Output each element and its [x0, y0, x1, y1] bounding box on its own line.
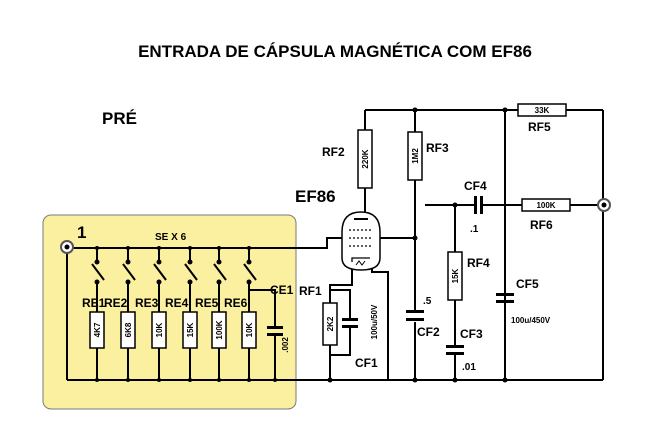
- resistor-rf2: 220K RF2: [322, 129, 373, 189]
- svg-text:.1: .1: [470, 224, 479, 235]
- input-selector-panel: [42, 214, 297, 410]
- resistor-re5: [211, 311, 227, 349]
- wiring: [66, 109, 604, 381]
- svg-text:.01: .01: [462, 362, 476, 373]
- svg-text:RF3: RF3: [426, 141, 449, 155]
- svg-text:RF6: RF6: [530, 218, 553, 232]
- input-terminal-label: 1: [77, 223, 86, 242]
- svg-text:CE1: CE1: [270, 283, 294, 297]
- input-resistor-bank: 4K7 6K8 10K 15K 100K 10K RE1 RE2 RE3 RE4…: [82, 296, 257, 349]
- resistor-rf4: 15K RF4: [447, 251, 490, 301]
- resistor-rf3: 1M2 RF3: [407, 131, 449, 181]
- resistor-rf5: 33K RF5: [517, 103, 567, 134]
- capacitor-cf4: CF4 .1: [464, 179, 487, 235]
- resistor-label: RE6: [224, 296, 248, 310]
- resistor-value: 10K: [245, 322, 254, 337]
- svg-text:CF3: CF3: [460, 327, 483, 341]
- resistor-re6: [241, 311, 257, 349]
- resistor-rf6: 100K RF6: [521, 198, 571, 232]
- svg-text:RF4: RF4: [467, 256, 490, 270]
- resistor-rf1: 2K2 RF1: [299, 284, 338, 346]
- capacitor-cf5: CF5 100u/450V: [496, 277, 551, 325]
- resistor-re4: [182, 311, 198, 349]
- svg-text:33K: 33K: [535, 106, 550, 115]
- resistor-value: 4K7: [93, 322, 102, 337]
- svg-text:100u/50V: 100u/50V: [370, 304, 379, 339]
- svg-text:100K: 100K: [536, 201, 555, 210]
- svg-text:15K: 15K: [451, 268, 460, 283]
- resistor-value: 10K: [155, 322, 164, 337]
- svg-text:220K: 220K: [361, 149, 370, 168]
- svg-text:100u/450V: 100u/450V: [511, 316, 551, 325]
- ef86-tube-icon: [341, 211, 381, 271]
- capacitor-ce1: CE1 .002: [267, 283, 294, 353]
- svg-text:RF5: RF5: [528, 120, 551, 134]
- resistor-re3: [151, 311, 167, 349]
- resistor-label: RE2: [104, 296, 128, 310]
- svg-text:.5: .5: [423, 296, 432, 307]
- svg-text:CF1: CF1: [355, 356, 378, 370]
- capacitor-cf2: .5 CF2: [406, 296, 440, 339]
- resistor-label: RE1: [82, 296, 106, 310]
- switch-contacts: [94, 107, 508, 383]
- svg-text:2K2: 2K2: [326, 316, 335, 331]
- svg-text:CF5: CF5: [516, 277, 539, 291]
- tube-label: EF86: [295, 187, 336, 206]
- resistor-label: RE3: [135, 296, 159, 310]
- svg-text:RF1: RF1: [299, 284, 322, 298]
- resistor-value: 6K8: [124, 322, 133, 337]
- capacitor-cf1: 100u/50V CF1: [342, 304, 379, 370]
- resistor-re2: [120, 311, 136, 349]
- svg-text:CF2: CF2: [417, 325, 440, 339]
- resistor-label: RE5: [195, 296, 219, 310]
- diagram-title: ENTRADA DE CÁPSULA MAGNÉTICA COM EF86: [138, 42, 532, 61]
- resistor-value: 15K: [186, 322, 195, 337]
- svg-text:.002: .002: [281, 337, 290, 353]
- svg-text:1M2: 1M2: [411, 148, 420, 164]
- svg-text:CF4: CF4: [464, 179, 487, 193]
- section-label: PRÉ: [102, 109, 137, 128]
- resistor-value: 100K: [215, 320, 224, 339]
- capacitor-cf3: CF3 .01: [446, 327, 483, 373]
- resistor-label: RE4: [165, 296, 189, 310]
- svg-text:RF2: RF2: [322, 145, 345, 159]
- resistor-re1: [89, 311, 105, 349]
- switch-label: SE X 6: [155, 232, 187, 243]
